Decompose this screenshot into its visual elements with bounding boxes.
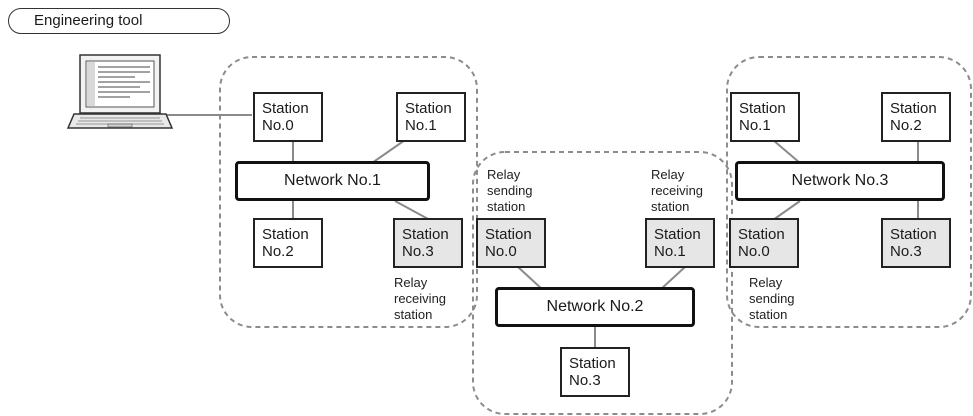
station-number: No.0 bbox=[485, 243, 517, 260]
station-number: No.3 bbox=[402, 243, 434, 260]
station-number: No.2 bbox=[262, 243, 294, 260]
station-number: No.1 bbox=[739, 117, 771, 134]
n3-station-2: Station No.2 bbox=[881, 92, 951, 142]
station-number: No.0 bbox=[262, 117, 294, 134]
station-label: Station bbox=[262, 226, 309, 243]
group-network-3 bbox=[726, 56, 972, 328]
station-label: Station bbox=[402, 226, 449, 243]
station-label: Station bbox=[654, 226, 701, 243]
station-number: No.1 bbox=[405, 117, 437, 134]
station-label: Station bbox=[569, 355, 616, 372]
group-network-2 bbox=[472, 151, 733, 415]
laptop-icon bbox=[66, 54, 174, 129]
n2-station-1-relay: Station No.1 bbox=[645, 218, 715, 268]
station-label: Station bbox=[739, 100, 786, 117]
relay-receiving-label-top: Relay receiving station bbox=[651, 167, 704, 214]
station-number: No.2 bbox=[890, 117, 922, 134]
network-2-box: Network No.2 bbox=[495, 287, 695, 327]
connectors bbox=[163, 114, 919, 348]
station-label: Station bbox=[405, 100, 452, 117]
station-number: No.3 bbox=[569, 372, 601, 389]
n3-station-1: Station No.1 bbox=[730, 92, 800, 142]
network-3-box: Network No.3 bbox=[735, 161, 945, 201]
n2-station-0-relay: Station No.0 bbox=[476, 218, 546, 268]
station-number: No.1 bbox=[654, 243, 686, 260]
station-label: Station bbox=[485, 226, 532, 243]
group-network-1 bbox=[219, 56, 478, 328]
n2-station-3: Station No.3 bbox=[560, 347, 630, 397]
engineering-tool-badge: Engineering tool bbox=[8, 8, 230, 34]
n1-station-3-relay: Station No.3 bbox=[393, 218, 463, 268]
station-label: Station bbox=[890, 226, 937, 243]
network-1-box: Network No.1 bbox=[235, 161, 430, 201]
relay-sending-label-left: Relay sending station bbox=[487, 167, 533, 214]
relay-sending-label-right: Relay sending station bbox=[749, 275, 795, 322]
n3-station-0-relay: Station No.0 bbox=[729, 218, 799, 268]
relay-receiving-label-bottom: Relay receiving station bbox=[394, 275, 447, 322]
n1-station-2: Station No.2 bbox=[253, 218, 323, 268]
n1-station-1: Station No.1 bbox=[396, 92, 466, 142]
station-label: Station bbox=[738, 226, 785, 243]
n3-station-3: Station No.3 bbox=[881, 218, 951, 268]
n1-station-0: Station No.0 bbox=[253, 92, 323, 142]
station-label: Station bbox=[262, 100, 309, 117]
station-number: No.3 bbox=[890, 243, 922, 260]
station-label: Station bbox=[890, 100, 937, 117]
station-number: No.0 bbox=[738, 243, 770, 260]
